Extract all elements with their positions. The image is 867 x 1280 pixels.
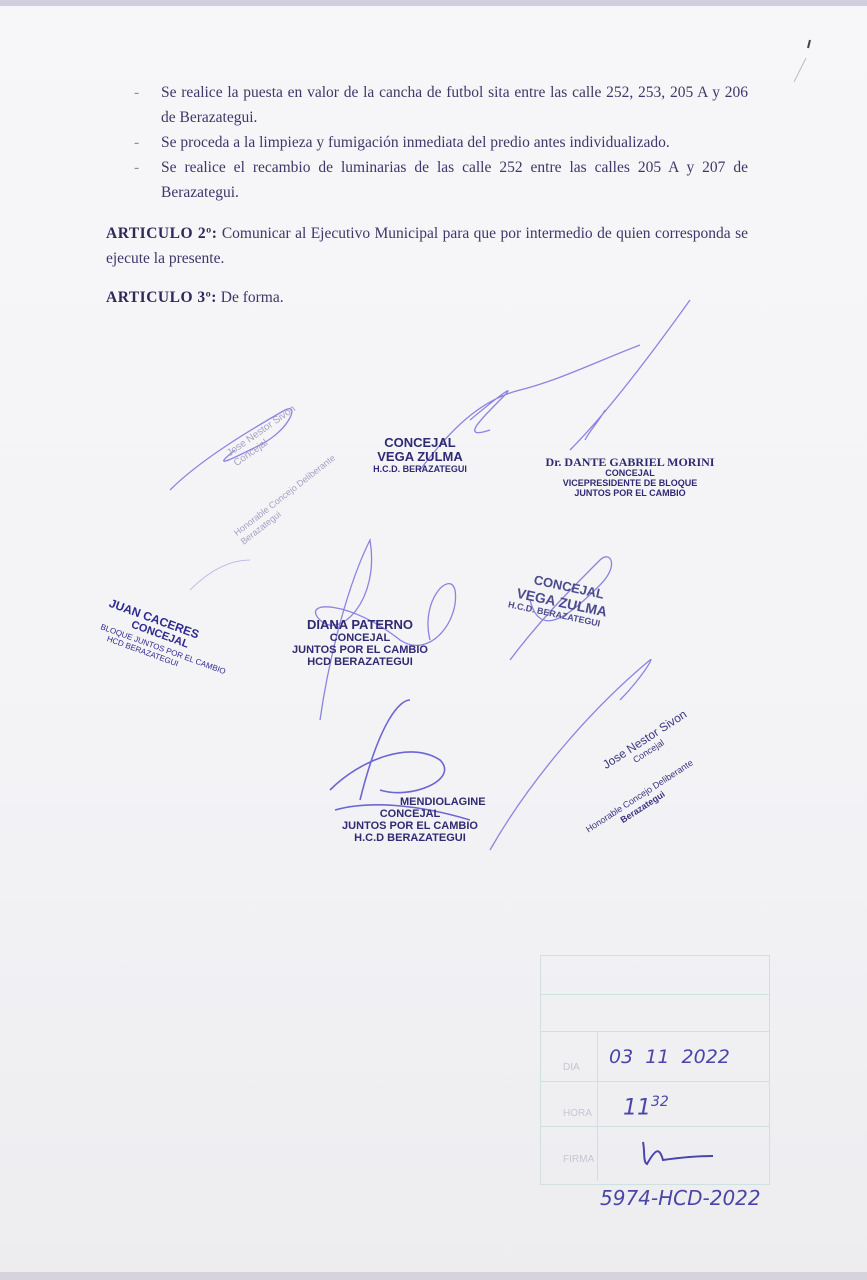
registry-stamp: DIA HORA FIRMA 03 11 2022 1132 (540, 955, 770, 1185)
bullet-text: Se realice el recambio de luminarias de … (161, 159, 748, 201)
stamp-paterno: DIANA PATERNO CONCEJAL JUNTOS POR EL CAM… (280, 617, 440, 669)
signature-sivon (489, 659, 652, 851)
stamp-vega-1: CONCEJAL VEGA ZULMA H.C.D. BERAZATEGUI (360, 435, 480, 474)
stamp-morini-line4: JUNTOS POR EL CAMBIO (574, 487, 686, 498)
stamp-morini: Dr. DANTE GABRIEL MORINI CONCEJAL VICEPR… (540, 455, 720, 499)
registry-divider (597, 1031, 598, 1181)
signature-vega-2 (509, 556, 613, 661)
bullet-marker: - (134, 84, 140, 101)
resolution-text: - Se realice la puesta en valor de la ca… (106, 80, 748, 310)
article-2-heading: ARTICULO 2º: (106, 225, 218, 242)
stamp-mendiolagine-line1: MENDIOLAGINE (400, 796, 486, 808)
registry-rule (541, 1031, 769, 1032)
stamp-mendiolagine-line4: H.C.D BERAZATEGUI (354, 832, 466, 845)
stamp-morini-line2: CONCEJAL (605, 468, 655, 479)
registry-date: 03 11 2022 (609, 1046, 730, 1068)
registry-initials (642, 1141, 714, 1166)
registry-time-minutes: 32 (651, 1094, 669, 1110)
stamp-vega-1-line1: CONCEJAL (384, 435, 456, 450)
article-2-text: Comunicar al Ejecutivo Municipal para qu… (106, 225, 749, 267)
stamp-mendiolagine: MENDIOLAGINE CONCEJAL JUNTOS POR EL CAMB… (320, 796, 500, 844)
bullet-item: - Se realice la puesta en valor de la ca… (106, 80, 748, 130)
article-3: ARTICULO 3º: De forma. (106, 285, 748, 310)
signature-sivon-faint (169, 407, 293, 491)
bullet-text: Se realice la puesta en valor de la canc… (161, 84, 748, 126)
bullet-text: Se proceda a la limpieza y fumigación in… (161, 134, 670, 151)
bullet-item: - Se realice el recambio de luminarias d… (106, 155, 748, 205)
stamp-paterno-line3: JUNTOS POR EL CAMBIO (292, 644, 428, 657)
signature-morini (569, 299, 691, 451)
stamp-morini-line1: Dr. DANTE GABRIEL MORINI (545, 455, 715, 469)
article-3-text: De forma. (220, 289, 284, 306)
stamp-paterno-line4: HCD BERAZATEGUI (307, 656, 413, 669)
registry-label-hora: HORA (563, 1108, 592, 1119)
bullet-marker: - (134, 134, 140, 151)
scan-edge-bottom (0, 1272, 867, 1280)
registry-rule (541, 994, 769, 995)
scan-edge-top (0, 0, 867, 6)
stamp-morini-line3: VICEPRESIDENTE DE BLOQUE (562, 478, 698, 489)
signature-paterno (314, 537, 457, 721)
registry-entry-number: 5974-HCD-2022 (600, 1186, 761, 1210)
stamp-paterno-line2: CONCEJAL (329, 632, 391, 645)
registry-label-firma: FIRMA (563, 1154, 595, 1165)
article-3-heading: ARTICULO 3º: (106, 289, 217, 306)
stamp-mendiolagine-line3: JUNTOS POR EL CAMBIO (342, 820, 478, 833)
stamp-mendiolagine-line2: CONCEJAL (379, 808, 441, 821)
bullet-item: - Se proceda a la limpieza y fumigación … (106, 130, 748, 155)
signature-vega-1 (419, 344, 641, 471)
signature-caceres (189, 559, 251, 591)
registry-label-dia: DIA (563, 1062, 580, 1073)
corner-pen-mark (793, 39, 811, 83)
registry-time-hour: 11 (623, 1095, 651, 1121)
registry-time: 1132 (623, 1094, 669, 1120)
registry-rule (541, 1126, 769, 1127)
stamp-vega-1-line3: H.C.D. BERAZATEGUI (373, 463, 467, 474)
stamp-paterno-line1: DIANA PATERNO (307, 617, 413, 632)
signature-mendiolagine (329, 699, 471, 821)
stamp-vega-1-line2: VEGA ZULMA (377, 449, 463, 465)
article-2: ARTICULO 2º: Comunicar al Ejecutivo Muni… (106, 221, 748, 271)
bullet-marker: - (134, 159, 140, 176)
registry-rule (541, 1081, 769, 1082)
